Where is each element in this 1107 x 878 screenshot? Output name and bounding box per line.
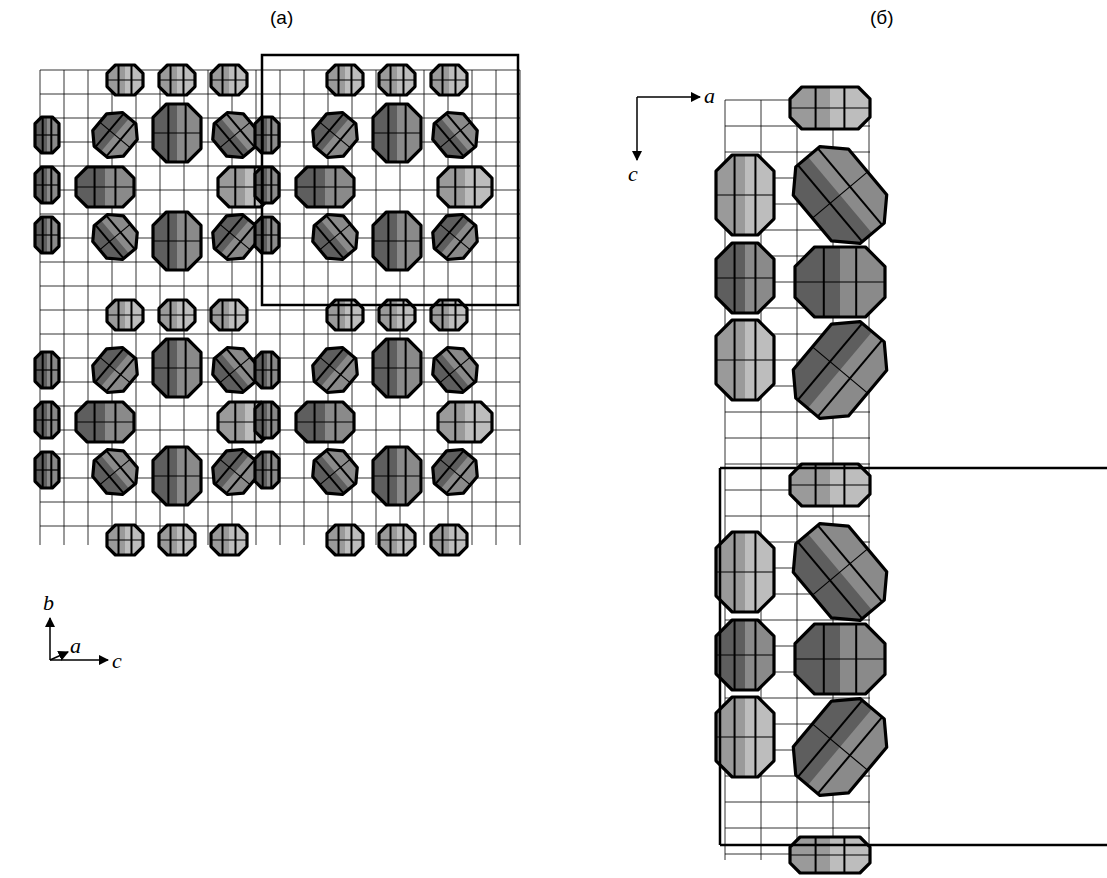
polyhedron <box>306 340 365 399</box>
polyhedron <box>716 532 774 612</box>
polyhedron <box>306 105 365 164</box>
polyhedron <box>426 105 485 164</box>
polyhedron <box>716 155 774 235</box>
polyhedron <box>306 442 365 501</box>
polyhedron <box>159 525 195 555</box>
polyhedron <box>35 117 59 153</box>
polyhedron <box>327 525 363 555</box>
polyhedron <box>780 511 899 634</box>
axis-label: b <box>43 592 54 614</box>
polyhedron <box>373 212 421 270</box>
polyhedron <box>35 452 59 488</box>
polyhedron <box>255 452 279 488</box>
polyhedron <box>795 247 885 317</box>
polyhedron <box>218 167 272 207</box>
polyhedron <box>218 402 272 442</box>
polyhedron <box>86 340 145 399</box>
polyhedron <box>86 207 145 266</box>
polyhedron <box>379 65 415 95</box>
polyhedron <box>153 212 201 270</box>
polyhedron <box>153 339 201 397</box>
polyhedron <box>438 402 492 442</box>
polyhedron <box>790 837 870 873</box>
polyhedron <box>255 402 279 438</box>
polyhedron <box>373 104 421 162</box>
polyhedron <box>76 402 134 442</box>
polyhedron <box>159 65 195 95</box>
polyhedron <box>426 207 485 266</box>
polyhedron <box>373 339 421 397</box>
polyhedron <box>107 300 143 330</box>
panel-label: (а) <box>270 8 293 27</box>
panel-label: (б) <box>870 8 894 27</box>
polyhedron <box>296 167 354 207</box>
polyhedron <box>426 442 485 501</box>
polyhedron <box>107 525 143 555</box>
polyhedron <box>306 207 365 266</box>
polyhedron <box>86 105 145 164</box>
polyhedron <box>780 309 899 432</box>
polyhedron <box>255 352 279 388</box>
polyhedron <box>431 525 467 555</box>
polyhedron <box>716 697 774 777</box>
axis-label: c <box>112 650 122 672</box>
polyhedron <box>211 300 247 330</box>
polyhedron <box>35 167 59 203</box>
polyhedron <box>153 104 201 162</box>
polyhedron <box>438 167 492 207</box>
polyhedron <box>716 620 774 690</box>
polyhedron <box>76 167 134 207</box>
polyhedron <box>35 217 59 253</box>
polyhedron <box>379 525 415 555</box>
polyhedron <box>255 117 279 153</box>
polyhedron <box>211 65 247 95</box>
polyhedron <box>35 402 59 438</box>
axis-label: a <box>704 85 715 107</box>
axis-label: c <box>628 163 638 185</box>
polyhedron <box>211 525 247 555</box>
polyhedron <box>255 217 279 253</box>
polyhedron <box>159 300 195 330</box>
polyhedron <box>716 243 774 313</box>
axis-label: a <box>70 635 81 657</box>
polyhedron <box>255 167 279 203</box>
polyhedron <box>373 447 421 505</box>
polyhedron <box>86 442 145 501</box>
polyhedron <box>795 624 885 694</box>
polyhedron <box>296 402 354 442</box>
polyhedron <box>35 352 59 388</box>
polyhedron <box>780 686 899 809</box>
polyhedron <box>716 320 774 400</box>
polyhedron <box>790 87 870 129</box>
polyhedron <box>790 464 870 506</box>
polyhedron <box>431 65 467 95</box>
polyhedron <box>153 447 201 505</box>
polyhedron <box>426 340 485 399</box>
polyhedron <box>780 134 899 257</box>
polyhedron <box>327 65 363 95</box>
polyhedron <box>107 65 143 95</box>
